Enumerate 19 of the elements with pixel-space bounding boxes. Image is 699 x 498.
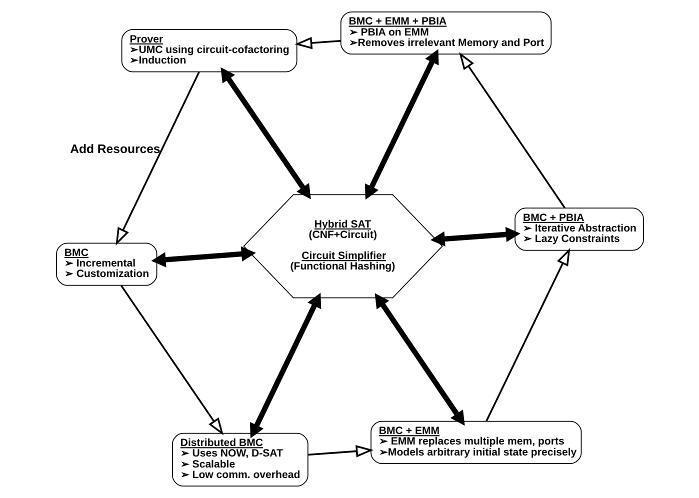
arrow [430, 226, 520, 246]
node-box: Prover ➢UMC using circuit-cofactoring ➢Induction [120, 29, 297, 72]
arrow [115, 72, 200, 246]
arrow [485, 248, 570, 422]
arrow [294, 36, 340, 50]
edge-label: Add Resources [70, 142, 160, 156]
arrow [249, 292, 321, 438]
arrow [120, 285, 224, 436]
arrow [374, 293, 464, 426]
arrow [458, 52, 565, 208]
arrow [150, 246, 256, 268]
node-box: Distributed BMC ➢ Uses NOW, D-SAT ➢ Scalable ➢ Low comm. overhead [172, 432, 308, 487]
arrow [220, 67, 310, 200]
arrow [308, 445, 374, 458]
node-box: BMC + EMM ➢ EMM replaces multiple mem, ports ➢Models arbitrary initial state precisely [370, 420, 582, 464]
node-box: BMC ➢ Incremental ➢ Customization [56, 242, 157, 286]
node-box: BMC + EMM + PBIA ➢ PBIA on EMM ➢Removes irrelevant Memory and Port [340, 11, 552, 55]
arrow [364, 49, 438, 200]
node-box: BMC + PBIA ➢ Iterative Abstraction ➢ Lazy Constraints [514, 208, 644, 251]
